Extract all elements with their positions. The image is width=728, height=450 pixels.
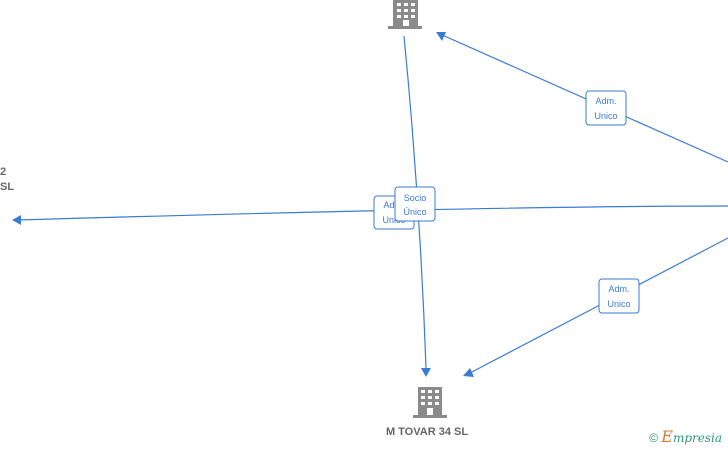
edge-label-line1: Adm. <box>608 284 629 294</box>
edge-right-to-bottom <box>467 237 728 375</box>
empresia-watermark[interactable]: © Empresia <box>649 427 722 446</box>
edge-label-adm-unico[interactable]: Adm. Unico <box>585 90 627 126</box>
arrowhead-bottom <box>421 368 431 377</box>
bottom-company-label[interactable]: M TOVAR 34 SL <box>386 426 468 438</box>
edge-label-line1: Socio <box>404 193 427 203</box>
edge-label-socio-unico[interactable]: Socio Único <box>394 186 436 222</box>
arrowhead-top <box>436 32 446 41</box>
edge-label-line2: Único <box>403 207 426 217</box>
edge-right-to-top <box>439 33 728 163</box>
brand-logo: Empresia <box>661 427 722 446</box>
arrowhead-left <box>12 215 21 225</box>
edge-label-line1: Adm. <box>595 96 616 106</box>
edge-label-line1: Adm. <box>383 200 404 210</box>
edge-right-to-left <box>15 205 728 221</box>
edge-label-line2: Unico <box>382 215 405 225</box>
building-icon[interactable] <box>388 0 422 29</box>
left-company-label-line1[interactable]: 2 <box>0 166 6 178</box>
copyright-icon: © <box>649 431 658 445</box>
edge-label-line2: Unico <box>607 299 630 309</box>
arrowhead-bottom-right <box>463 368 474 377</box>
edge-label-adm-unico[interactable]: Adm. Unico <box>598 278 640 314</box>
building-icon[interactable] <box>413 387 447 418</box>
edge-label-line2: Unico <box>594 111 617 121</box>
left-company-label-line2[interactable]: SL <box>0 181 14 193</box>
